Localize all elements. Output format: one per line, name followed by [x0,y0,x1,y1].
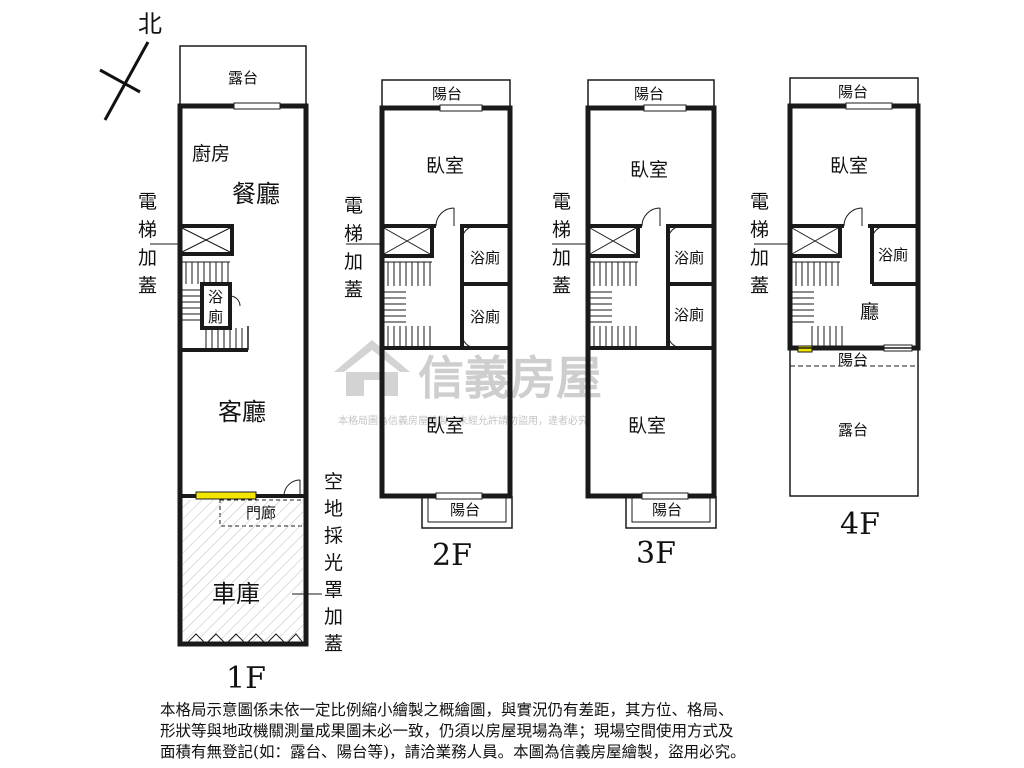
2f-bath-2-label: 浴廁 [470,308,500,326]
2f-balcony-bottom-label: 陽台 [450,501,480,519]
2f-bedroom-bottom-label: 臥室 [426,415,464,437]
1f-kitchen-label: 廚房 [192,142,230,165]
3f-balcony-top-label: 陽台 [634,85,664,103]
1f-terrace-label: 露台 [228,69,258,87]
1f-open-text-4: 光 [324,552,343,574]
floor-1f [150,45,322,647]
4f-elevator-text-1: 電 [750,191,769,213]
2f-stairs [384,261,432,348]
3f-elevator-text-3: 加 [552,247,571,269]
2f-elevator [380,224,434,258]
disclaimer-line-2: 形狀等與地政機關測量成果圖未必一致，仍須以房屋現場為準；現場空間使用方式及 [160,722,734,740]
floor-2f [346,79,513,529]
floor-label-4f: 4F [840,507,880,542]
1f-open-text-2: 地 [324,498,343,520]
2f-elevator-text-4: 蓋 [344,279,363,301]
1f-porch-label: 門廊 [246,504,276,522]
4f-elevator [788,224,842,258]
disclaimer: 本格局示意圖係未依一定比例縮小繪製之概繪圖，與實況仍有差距，其方位、格局、 形狀… [160,700,920,763]
floor-label-2f: 2F [432,538,472,573]
3f-bedroom-top-label: 臥室 [630,159,668,181]
4f-elevator-text-2: 梯 [750,219,769,241]
4f-terrace-area [789,347,919,497]
3f-bedroom-bottom-label: 臥室 [628,415,666,437]
2f-bottom-balcony [421,496,513,529]
disclaimer-line-1: 本格局示意圖係未依一定比例縮小繪製之概繪圖，與實況仍有差距，其方位、格局、 [160,701,734,719]
2f-elevator-text-1: 電 [344,195,363,217]
floor-label-1f: 1F [226,661,266,696]
4f-balcony-mid-label: 陽台 [838,351,868,369]
1f-elevator-text-4: 蓋 [138,275,157,297]
1f-bathroom [200,282,232,330]
2f-elevator-text-3: 加 [344,251,363,273]
1f-dining-label: 餐廳 [232,180,280,208]
3f-bottom-balcony [625,496,717,529]
2f-elevator-text-2: 梯 [344,223,363,245]
1f-open-text-5: 罩 [324,579,343,601]
4f-window [797,345,813,353]
1f-elevator [178,224,234,256]
2f-balcony-top-label: 陽台 [432,85,462,103]
1f-elevator-text-2: 梯 [138,219,157,241]
4f-hall-label: 廳 [860,301,879,323]
floor-4f [754,77,921,497]
2f-bedroom-top-label: 臥室 [426,155,464,177]
3f-elevator [586,224,640,258]
1f-open-text-7: 蓋 [324,633,343,655]
house-logo-icon [334,340,410,396]
4f-bath-label: 浴廁 [878,246,908,264]
floor-label-3f: 3F [636,536,676,571]
1f-garage-label: 車庫 [212,580,260,608]
4f-elevator-text-4: 蓋 [750,275,769,297]
1f-open-text-3: 採 [324,525,343,547]
1f-garage-area [183,500,303,641]
3f-balcony-bottom-label: 陽台 [652,501,682,519]
4f-balcony-top-label: 陽台 [838,83,868,101]
3f-elevator-text-1: 電 [552,191,571,213]
3f-elevator-text-4: 蓋 [552,275,571,297]
3f-elevator-text-2: 梯 [552,219,571,241]
1f-open-text-6: 加 [324,606,343,628]
3f-bath-2-label: 浴廁 [674,306,704,324]
1f-elevator-text-1: 電 [138,191,157,213]
1f-stairs [182,261,243,348]
1f-bath-label-top: 浴 [208,288,223,306]
4f-stairs [792,261,843,346]
3f-bath-1-label: 浴廁 [674,249,704,267]
north-label: 北 [138,10,162,38]
4f-terrace-label: 露台 [838,421,868,439]
1f-open-text-1: 空 [324,471,343,493]
3f-stairs [590,261,638,348]
4f-elevator-text-3: 加 [750,247,769,269]
watermark: 信義房屋 本格局圖為信義房屋繪製，未經允許請勿盜用，違者必究 [334,340,602,427]
1f-living-label: 客廳 [218,398,266,426]
floor-3f [552,79,717,529]
2f-bath-1-label: 浴廁 [470,249,500,267]
4f-bedroom-label: 臥室 [830,155,868,177]
1f-bath-label-bottom: 廁 [208,308,223,326]
disclaimer-line-3: 面積有無登記(如：露台、陽台等)，請洽業務人員。本圖為信義房屋繪製，盜用必究。 [160,743,746,761]
1f-window [195,491,257,500]
1f-elevator-text-3: 加 [138,247,157,269]
north-arrow-icon [99,41,150,121]
watermark-notice: 本格局圖為信義房屋繪製，未經允許請勿盜用，違者必究 [338,414,588,427]
